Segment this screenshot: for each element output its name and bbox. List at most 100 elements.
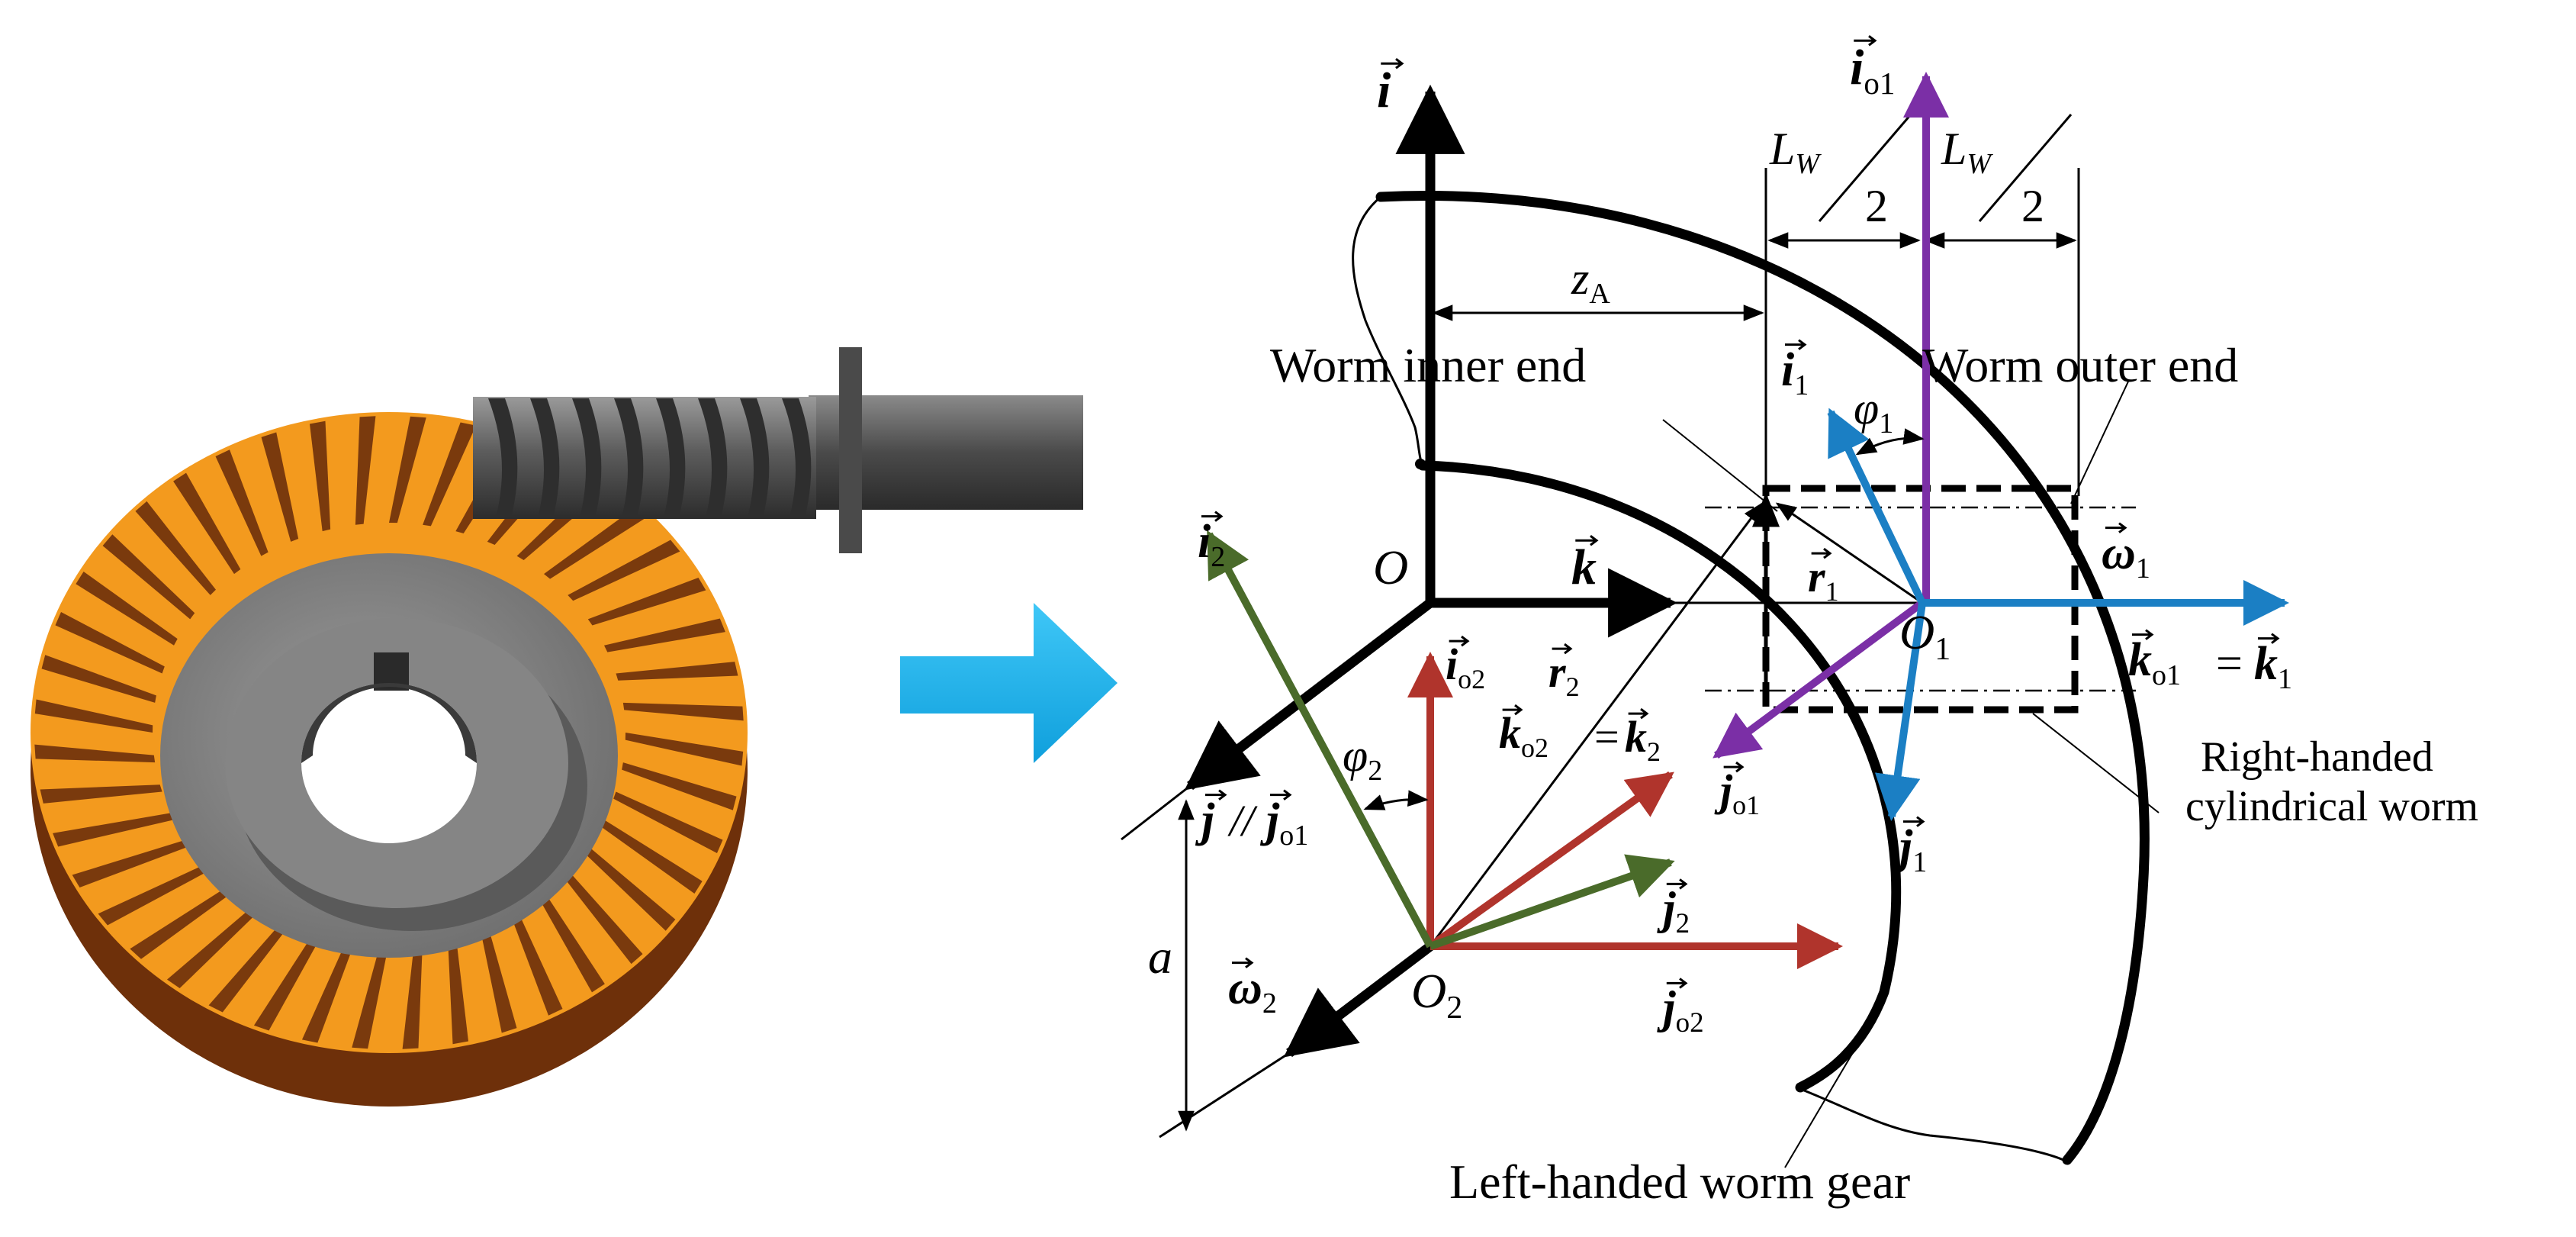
vector-base: k bbox=[1499, 708, 1521, 758]
leader-outer-end bbox=[2070, 381, 2129, 504]
vector-base: i bbox=[1850, 40, 1864, 95]
vector-overarrow bbox=[1811, 547, 1832, 559]
gear-tooth-groove bbox=[72, 839, 191, 888]
vector-subscript: o1 bbox=[1732, 790, 1760, 820]
label-phi2-sub: 2 bbox=[1368, 755, 1382, 787]
label-phi1-sub: 1 bbox=[1879, 408, 1893, 440]
vector-r2 bbox=[1429, 501, 1764, 947]
vector-base: r bbox=[1808, 552, 1825, 601]
gear-tooth-groove bbox=[34, 744, 156, 763]
leader-right-handed bbox=[2032, 713, 2160, 813]
vector-subscript: 1 bbox=[2278, 663, 2292, 695]
vector-base: j bbox=[1195, 794, 1215, 846]
gear-tooth-groove bbox=[173, 472, 241, 575]
vector-base: j bbox=[1259, 794, 1280, 846]
gear-tooth-groove bbox=[613, 791, 723, 854]
gear-bore bbox=[301, 683, 477, 843]
vector-base: ω bbox=[1228, 962, 1262, 1014]
gear-tooth-groove bbox=[479, 923, 517, 1033]
vec-label-r-1: r1 bbox=[1808, 552, 1839, 607]
vec-label-j-2: j2 bbox=[1657, 883, 1690, 939]
vector-base: k bbox=[2254, 638, 2278, 690]
vector-subscript: o2 bbox=[1676, 1007, 1704, 1039]
vector-subscript: 2 bbox=[1676, 908, 1690, 939]
gear-tooth-groove bbox=[98, 864, 211, 926]
label-Lw-left-base: L bbox=[1769, 124, 1795, 174]
phi2-arc bbox=[1363, 790, 1429, 810]
label-left-handed-worm-gear: Left-handed worm gear bbox=[1449, 1155, 1910, 1209]
label-zA: zA bbox=[1571, 253, 1610, 310]
fraction-slash-left bbox=[1818, 114, 1912, 222]
vector-j-1 bbox=[1874, 602, 1926, 821]
label-zA-base: z bbox=[1571, 253, 1589, 304]
gear-tooth-groove bbox=[423, 422, 477, 527]
vec-label-omega-1: ω1 bbox=[2102, 527, 2150, 585]
vector-overarrow bbox=[1784, 339, 1807, 350]
vector-subscript: o2 bbox=[1521, 733, 1548, 763]
gear-tooth-groove bbox=[261, 432, 299, 542]
label-origin-O: O bbox=[1373, 540, 1408, 594]
vector-overarrow bbox=[2131, 629, 2154, 640]
gear-inner-arc bbox=[1417, 460, 1902, 1093]
vec-label-j-o2: jo2 bbox=[1657, 982, 1704, 1039]
vec-label-omega-2: ω2 bbox=[1228, 962, 1277, 1020]
label-half-left: 2 bbox=[1865, 181, 1888, 231]
vector-base: i bbox=[1198, 516, 1211, 568]
vector-overarrow bbox=[1449, 635, 1470, 647]
gear-tooth-groove bbox=[603, 618, 725, 652]
gear-tooth-groove bbox=[600, 820, 703, 894]
vec-label-k-o1: ko1 bbox=[2128, 634, 2181, 691]
label-origin-O1-sub: 1 bbox=[1934, 632, 1950, 667]
worm-thread bbox=[740, 398, 770, 517]
worm-thread bbox=[698, 398, 728, 517]
gear-tooth-groove bbox=[625, 733, 744, 766]
label-equals-1: = bbox=[2216, 638, 2243, 690]
vector-overarrow bbox=[1552, 643, 1573, 655]
label-phi2-base: φ bbox=[1343, 730, 1368, 781]
vec-label-k-o2: ko2 bbox=[1499, 708, 1548, 763]
gear-tooth-groove bbox=[102, 534, 195, 620]
vec-label-j-o1: jo1 bbox=[1714, 765, 1760, 820]
gear-tooth-groove bbox=[135, 501, 216, 595]
fraction-slash-right bbox=[1978, 114, 2073, 222]
omega2-arrow bbox=[1283, 942, 1433, 1058]
vector-subscript: 1 bbox=[1794, 369, 1809, 401]
worm-thread bbox=[656, 398, 686, 517]
vector-overarrow bbox=[1231, 957, 1254, 968]
gear-tooth-groove bbox=[208, 920, 291, 1013]
worm-collar bbox=[839, 347, 862, 553]
worm-thread bbox=[572, 398, 602, 517]
vector-subscript: 1 bbox=[2136, 552, 2150, 585]
transition-arrow bbox=[900, 603, 1118, 763]
gear-tooth-groove bbox=[215, 449, 269, 556]
leader-left-handed bbox=[1784, 999, 1885, 1168]
gear-tooth-groove bbox=[568, 540, 680, 601]
gear-tooth-groove bbox=[544, 506, 648, 579]
omega2-extension bbox=[1159, 1052, 1290, 1139]
gear-tooth-groove bbox=[587, 577, 706, 626]
vector-overarrow bbox=[1204, 789, 1227, 801]
vector-subscript: o2 bbox=[1458, 664, 1485, 694]
gear-bottom-boundary bbox=[1796, 1086, 2064, 1161]
label-worm-inner-end: Worm inner end bbox=[1270, 338, 1586, 392]
vec-label-r-2: r2 bbox=[1548, 647, 1580, 702]
worm-thread bbox=[614, 398, 644, 517]
vector-base: i bbox=[1781, 344, 1794, 396]
gear-tooth-groove bbox=[301, 939, 355, 1043]
worm-gear-illustration bbox=[31, 347, 1083, 1107]
gear-tooth-groove bbox=[389, 416, 426, 523]
gear-tooth-groove bbox=[41, 655, 156, 703]
vector-overarrow bbox=[1666, 978, 1688, 989]
label-phi2: φ2 bbox=[1343, 730, 1382, 787]
gear-tooth-groove bbox=[40, 784, 162, 804]
vector-overarrow bbox=[1381, 58, 1404, 69]
vector-subscript: 1 bbox=[1825, 576, 1839, 607]
axis-j-extension bbox=[1121, 784, 1191, 841]
label-right-handed: Right-handed bbox=[2201, 733, 2433, 781]
gear-tooth-groove bbox=[583, 846, 676, 931]
vec-label-j-o1-b: jo1 bbox=[1259, 794, 1308, 852]
vector-base: j bbox=[1714, 765, 1733, 815]
vector-overarrow bbox=[2105, 522, 2127, 533]
label-origin-O2: O2 bbox=[1411, 964, 1462, 1026]
gear-tooth-groove bbox=[253, 931, 323, 1031]
